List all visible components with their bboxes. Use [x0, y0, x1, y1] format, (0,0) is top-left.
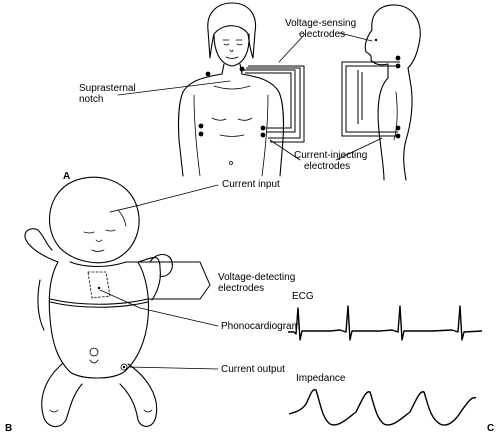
suprasternal-notch-label: Suprasternal notch — [79, 83, 138, 105]
impedance-label: Impedance — [296, 373, 346, 384]
voltage-detecting-label: Voltage-detecting electrodes — [218, 272, 298, 294]
current-input-leader — [109, 184, 219, 213]
panel-label-a: A — [63, 171, 70, 182]
current-output-leader — [127, 366, 219, 370]
current-input-label: Current input — [222, 179, 280, 190]
current-output-label: Current output — [221, 364, 285, 375]
child-side-figure — [364, 4, 421, 181]
current-output-electrode — [120, 363, 128, 371]
panel-a-electrodes — [198, 55, 401, 139]
suprasternal-leader — [117, 80, 231, 96]
infant-figure — [24, 176, 173, 428]
phonocardiogram-leader — [99, 289, 219, 327]
phonocardiogram-label: Phonocardiogram — [221, 321, 300, 332]
panel-label-b: B — [5, 423, 12, 434]
panel-a-electrode-wiring — [242, 61, 400, 143]
voltage-detecting-bracket — [126, 261, 211, 300]
current-injecting-leader — [269, 137, 383, 161]
voltage-sensing-leader — [278, 32, 373, 63]
panel-label-c: C — [487, 423, 494, 434]
voltage-sensing-label: Voltage-sensing electrodes — [285, 18, 359, 40]
ecg-trace — [288, 305, 483, 341]
impedance-trace — [288, 389, 477, 426]
ecg-label: ECG — [292, 291, 314, 302]
child-front-figure — [177, 2, 285, 177]
current-injecting-label: Current-injecting electrodes — [294, 150, 370, 172]
